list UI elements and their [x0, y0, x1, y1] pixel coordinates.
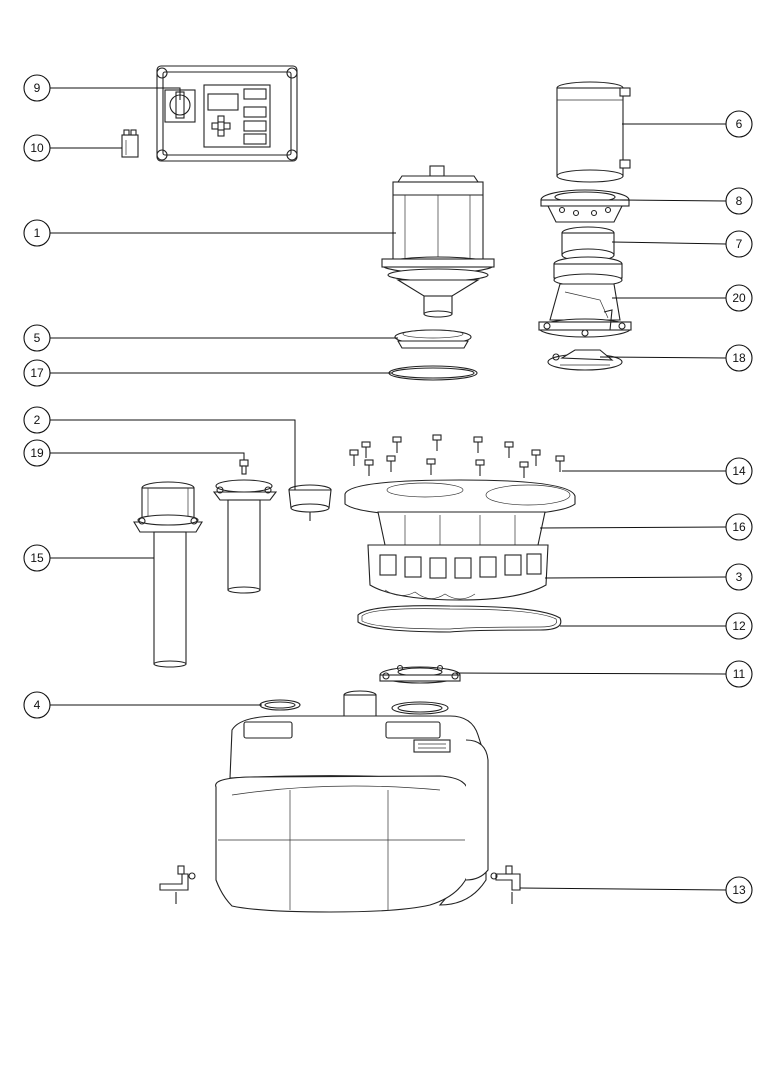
callout-16: 16: [725, 513, 753, 541]
callout-label: 8: [736, 194, 743, 208]
part-5-seal-disc: [394, 329, 472, 349]
callout-label: 4: [34, 698, 41, 712]
part-6-pipe-sleeve: [556, 81, 631, 183]
callout-3: 3: [725, 563, 753, 591]
part-4-ring-seals: [259, 699, 449, 715]
callout-18: 18: [725, 344, 753, 372]
callout-label: 6: [736, 117, 743, 131]
callout-19: 19: [23, 439, 51, 467]
callout-label: 5: [34, 331, 41, 345]
callout-label: 2: [34, 413, 41, 427]
callout-15: 15: [23, 544, 51, 572]
part-18-valve-plate: [547, 349, 623, 371]
callout-label: 14: [732, 464, 746, 478]
part-9-control-box: [156, 65, 298, 162]
callout-14: 14: [725, 457, 753, 485]
callout-label: 18: [732, 351, 746, 365]
part-1-motor: [381, 165, 495, 318]
part-15-pipe-assembly: [133, 481, 203, 668]
callout-9: 9: [23, 74, 51, 102]
leader-lines: [50, 87, 727, 891]
callout-7: 7: [725, 230, 753, 258]
callout-label: 20: [732, 291, 746, 305]
part-8-flange: [540, 189, 630, 223]
callout-label: 11: [733, 667, 746, 681]
part-14-bolts: [349, 434, 565, 478]
part-2-cup: [288, 484, 332, 521]
callout-17: 17: [23, 359, 51, 387]
callout-label: 16: [732, 520, 746, 534]
callout-10: 10: [23, 134, 51, 162]
tank: [215, 690, 489, 913]
callout-11: 11: [725, 660, 753, 688]
callout-20: 20: [725, 284, 753, 312]
callout-1: 1: [23, 219, 51, 247]
callout-12: 12: [725, 612, 753, 640]
part-19-vent-pipe: [212, 459, 278, 594]
part-13-brackets: [159, 865, 521, 904]
callout-label: 3: [736, 570, 743, 584]
callout-2: 2: [23, 406, 51, 434]
callout-4: 4: [23, 691, 51, 719]
callout-label: 19: [30, 446, 44, 460]
callout-label: 12: [732, 619, 746, 633]
part-12-gasket: [357, 605, 562, 633]
part-7-coupling: [561, 226, 615, 262]
part-16-pump-housing: [344, 479, 576, 546]
part-17-o-ring: [388, 365, 478, 381]
part-20-valve-body: [538, 256, 632, 338]
callout-13: 13: [725, 876, 753, 904]
callout-label: 7: [736, 237, 743, 251]
callout-6: 6: [725, 110, 753, 138]
callout-label: 10: [30, 141, 44, 155]
callout-label: 17: [30, 366, 44, 380]
part-10-battery: [121, 129, 139, 158]
callout-5: 5: [23, 324, 51, 352]
part-11-inspection-flange: [379, 664, 461, 684]
callout-label: 1: [34, 226, 41, 240]
callout-label: 13: [732, 883, 746, 897]
callout-label: 15: [30, 551, 44, 565]
callout-8: 8: [725, 187, 753, 215]
part-3-impeller-housing: [367, 544, 549, 601]
callout-label: 9: [34, 81, 41, 95]
